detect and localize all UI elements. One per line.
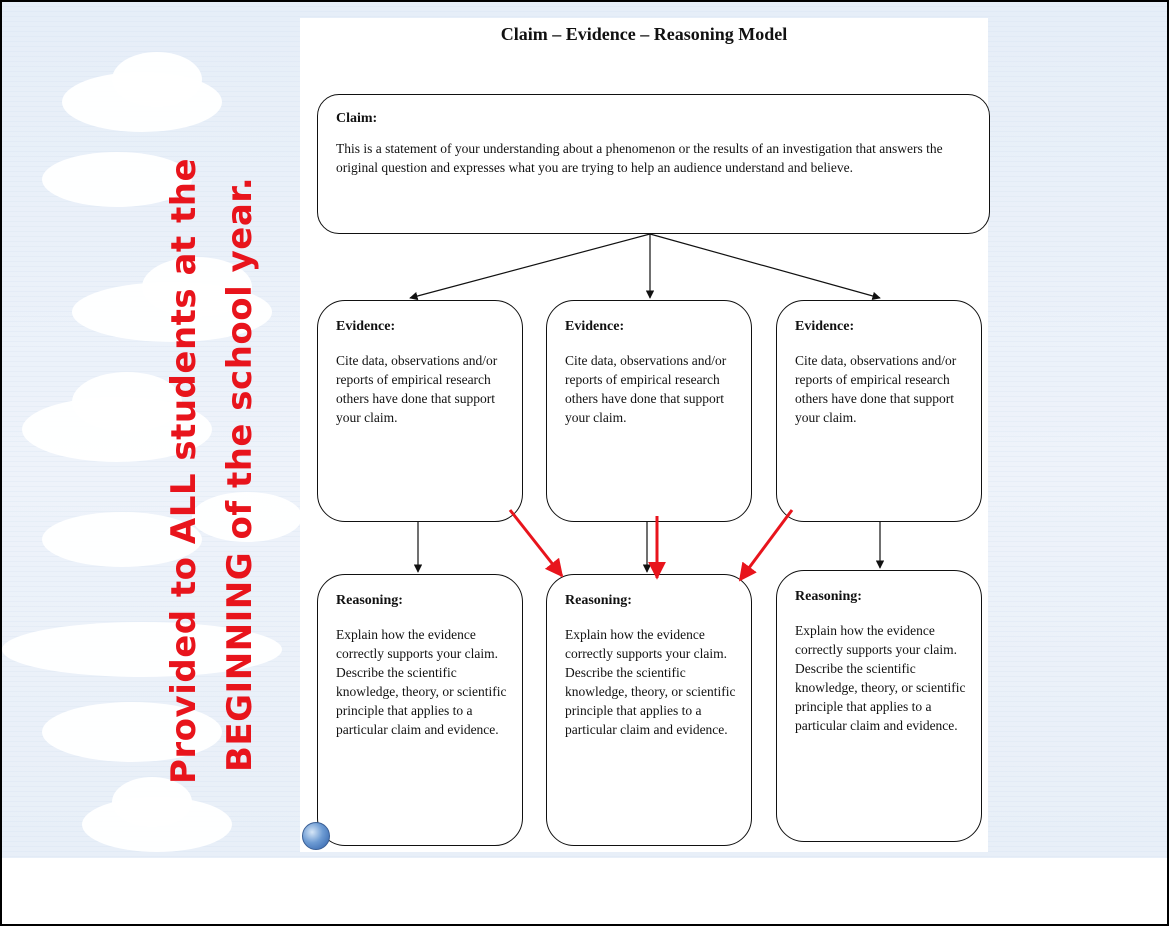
evidence-heading: Evidence: bbox=[795, 319, 855, 334]
claim-box: Claim: This is a statement of your under… bbox=[317, 94, 990, 234]
reasoning-box-2: Reasoning: Explain how the evidence corr… bbox=[546, 574, 752, 846]
claim-heading: Claim: bbox=[336, 111, 378, 126]
globe-icon bbox=[302, 822, 330, 850]
reasoning-text: Explain how the evidence correctly suppo… bbox=[565, 627, 736, 737]
reasoning-heading: Reasoning: bbox=[565, 593, 632, 608]
red-arrow-left bbox=[508, 509, 564, 578]
evidence-box-2: Evidence: Cite data, observations and/or… bbox=[546, 300, 752, 522]
reasoning-heading: Reasoning: bbox=[336, 593, 403, 608]
arrow-claim-to-evidence-3 bbox=[649, 233, 881, 301]
cloud bbox=[42, 512, 202, 567]
cloud bbox=[42, 152, 192, 207]
evidence-heading: Evidence: bbox=[565, 319, 625, 334]
reasoning-box-3: Reasoning: Explain how the evidence corr… bbox=[776, 570, 982, 842]
reasoning-text: Explain how the evidence correctly suppo… bbox=[336, 627, 507, 737]
side-note-line-2: BEGINNING of the school year. bbox=[220, 176, 260, 772]
evidence-box-3: Evidence: Cite data, observations and/or… bbox=[776, 300, 982, 522]
cloud bbox=[112, 52, 202, 107]
cloud bbox=[142, 257, 252, 317]
cer-model-document: Claim – Evidence – Reasoning Model Claim… bbox=[300, 18, 990, 852]
cloud bbox=[192, 492, 302, 542]
arrow-claim-to-evidence-1 bbox=[409, 233, 651, 301]
reasoning-text: Explain how the evidence correctly suppo… bbox=[795, 623, 966, 733]
claim-text: This is a statement of your understandin… bbox=[336, 141, 943, 175]
side-note-line-1: Provided to ALL students at the bbox=[164, 157, 204, 784]
red-arrow-right bbox=[738, 509, 794, 582]
diagram-title: Claim – Evidence – Reasoning Model bbox=[500, 24, 788, 44]
evidence-text: Cite data, observations and/or reports o… bbox=[565, 353, 727, 425]
connector-arrows bbox=[409, 233, 885, 582]
cloud bbox=[2, 622, 282, 677]
cloud bbox=[72, 372, 182, 432]
cloud bbox=[42, 702, 222, 762]
reasoning-box-1: Reasoning: Explain how the evidence corr… bbox=[317, 574, 523, 846]
evidence-heading: Evidence: bbox=[336, 319, 396, 334]
evidence-text: Cite data, observations and/or reports o… bbox=[795, 353, 957, 425]
evidence-text: Cite data, observations and/or reports o… bbox=[336, 353, 498, 425]
reasoning-heading: Reasoning: bbox=[795, 589, 862, 604]
evidence-box-1: Evidence: Cite data, observations and/or… bbox=[317, 300, 523, 522]
cloud bbox=[112, 777, 192, 827]
